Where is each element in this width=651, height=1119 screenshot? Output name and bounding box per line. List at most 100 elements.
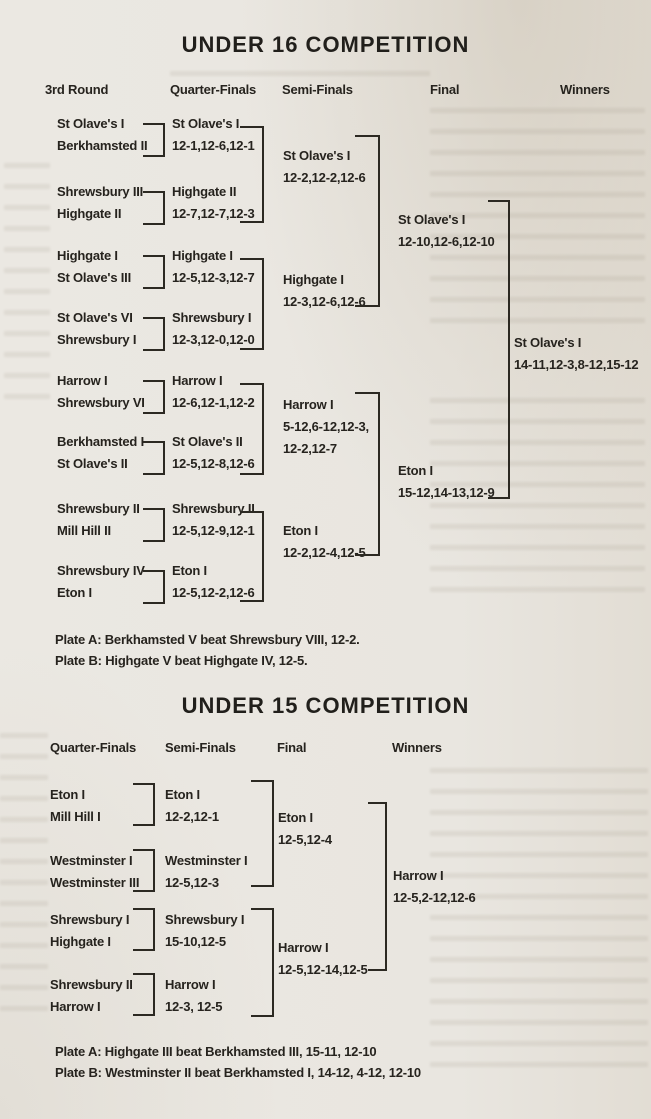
bracket-connector	[240, 126, 264, 223]
u16-column-header-final: Final	[430, 82, 460, 97]
team-name: Eton I	[57, 585, 92, 600]
bracket-connector	[143, 123, 165, 157]
bracket-connector	[251, 780, 274, 887]
match-score: 12-2,12-2,12-6	[283, 170, 366, 185]
match-winner: Eton I	[165, 787, 200, 802]
match-winner: Shrewsbury I	[165, 912, 245, 927]
u16-plate-a-result: Plate A: Berkhamsted V beat Shrewsbury V…	[55, 632, 360, 647]
team-name: St Olave's II	[57, 456, 128, 471]
bracket-connector	[143, 317, 165, 351]
match-score: 12-3,12-0,12-0	[172, 332, 255, 347]
team-name: Shrewsbury IV	[57, 563, 145, 578]
team-name: Harrow I	[57, 373, 108, 388]
u15-plate-a-result: Plate A: Highgate III beat Berkhamsted I…	[55, 1044, 377, 1059]
match-score: 12-2,12-1	[165, 809, 219, 824]
u16-column-header-winners: Winners	[560, 82, 610, 97]
team-name: St Olave's III	[57, 270, 131, 285]
u15-title: UNDER 15 COMPETITION	[181, 693, 470, 718]
match-score: 5-12,6-12,12-3,	[283, 419, 369, 434]
u16-plate-b-result: Plate B: Highgate V beat Highgate IV, 12…	[55, 653, 308, 668]
team-name: Mill Hill I	[50, 809, 101, 824]
bracket-connector	[240, 258, 264, 350]
bracket-connector	[133, 783, 155, 826]
team-name: Highgate I	[57, 248, 118, 263]
bracket-connector	[143, 570, 165, 604]
team-name: Harrow I	[50, 999, 101, 1014]
winner-score: 12-5,2-12,12-6	[393, 890, 476, 905]
bracket-connector	[251, 908, 274, 1017]
team-name: Highgate I	[50, 934, 111, 949]
team-name: Westminster I	[50, 853, 133, 868]
match-winner: Eton I	[398, 463, 433, 478]
match-winner: Eton I	[283, 523, 318, 538]
match-score: 12-5,12-3,12-7	[172, 270, 255, 285]
match-winner: Eton I	[172, 563, 207, 578]
match-winner: St Olave's II	[172, 434, 243, 449]
team-name: Mill Hill II	[57, 523, 111, 538]
team-name: Berkhamsted I	[57, 434, 144, 449]
match-winner: Westminster I	[165, 853, 248, 868]
match-winner: Harrow I	[278, 940, 329, 955]
bracket-connector	[133, 908, 155, 951]
team-name: Shrewsbury I	[50, 912, 130, 927]
match-winner: Highgate I	[172, 248, 233, 263]
match-score: 12-1,12-6,12-1	[172, 138, 255, 153]
bracket-connector	[143, 441, 165, 475]
print-bleed-artifact	[430, 755, 648, 1075]
match-winner: Highgate I	[283, 272, 344, 287]
match-score: 12-7,12-7,12-3	[172, 206, 255, 221]
match-winner: Harrow I	[283, 397, 334, 412]
team-name: Highgate II	[57, 206, 122, 221]
team-name: Shrewsbury III	[57, 184, 144, 199]
match-score: 12-5,12-2,12-6	[172, 585, 255, 600]
u15-column-header-winners: Winners	[392, 740, 442, 755]
match-winner: Shrewsbury II	[172, 501, 255, 516]
match-winner: St Olave's I	[283, 148, 351, 163]
team-name: Westminster III	[50, 875, 140, 890]
print-bleed-artifact	[4, 150, 50, 410]
winner-score: 14-11,12-3,8-12,15-12	[514, 357, 639, 372]
u15-column-header-semi-finals: Semi-Finals	[165, 740, 236, 755]
team-name: St Olave's VI	[57, 310, 133, 325]
team-name: St Olave's I	[57, 116, 125, 131]
match-winner: Shrewsbury I	[172, 310, 252, 325]
match-score: 12-2,12-7	[283, 441, 337, 456]
bracket-connector	[240, 511, 264, 602]
team-name: Berkhamsted II	[57, 138, 148, 153]
match-winner: Harrow I	[172, 373, 223, 388]
match-winner: Highgate II	[172, 184, 237, 199]
match-score: 12-5,12-8,12-6	[172, 456, 255, 471]
bracket-connector	[355, 392, 380, 556]
bracket-connector	[240, 383, 264, 475]
bracket-connector	[133, 849, 155, 892]
winner-name: Harrow I	[393, 868, 444, 883]
u16-column-header-semi-finals: Semi-Finals	[282, 82, 353, 97]
match-score: 12-5,12-9,12-1	[172, 523, 255, 538]
match-score: 15-12,14-13,12-9	[398, 485, 495, 500]
match-score: 12-2,12-4,12-5	[283, 545, 366, 560]
bracket-connector	[143, 255, 165, 289]
bracket-connector	[143, 380, 165, 414]
u15-plate-b-result: Plate B: Westminster II beat Berkhamsted…	[55, 1065, 421, 1080]
match-score: 12-3,12-6,12-6	[283, 294, 366, 309]
print-bleed-artifact	[0, 720, 48, 1020]
match-score: 12-5,12-4	[278, 832, 332, 847]
bracket-connector	[143, 508, 165, 542]
bracket-connector	[355, 135, 380, 307]
team-name: Shrewsbury II	[57, 501, 140, 516]
match-winner: Harrow I	[165, 977, 216, 992]
match-score: 12-5,12-14,12-5	[278, 962, 368, 977]
winner-name: St Olave's I	[514, 335, 582, 350]
u16-column-header-3rd-round: 3rd Round	[45, 82, 109, 97]
print-bleed-artifact	[170, 58, 430, 80]
match-score: 12-5,12-3	[165, 875, 219, 890]
match-score: 12-6,12-1,12-2	[172, 395, 255, 410]
match-winner: Eton I	[278, 810, 313, 825]
team-name: Shrewsbury II	[50, 977, 133, 992]
match-winner: St Olave's I	[172, 116, 240, 131]
u15-column-header-final: Final	[277, 740, 307, 755]
team-name: Shrewsbury VI	[57, 395, 145, 410]
match-score: 12-3, 12-5	[165, 999, 223, 1014]
u15-column-header-quarter-finals: Quarter-Finals	[50, 740, 137, 755]
match-score: 15-10,12-5	[165, 934, 226, 949]
